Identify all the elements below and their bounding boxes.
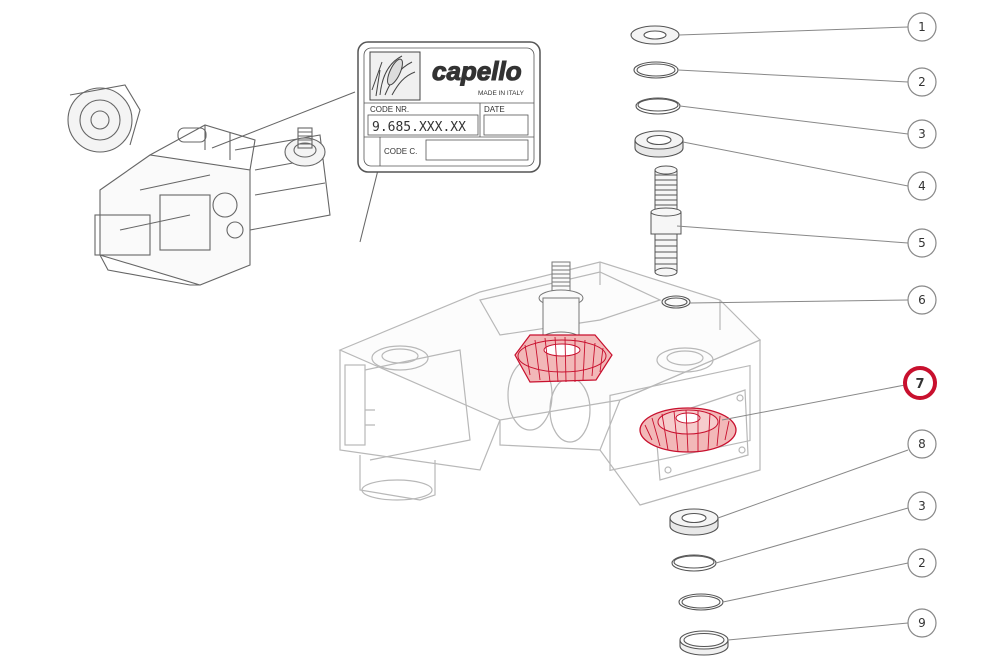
callout-3: 3 (907, 119, 937, 149)
bevel-gear-part-7 (639, 407, 737, 453)
made-in-label: MADE IN ITALY (478, 90, 525, 97)
nameplate-leader-line-2 (359, 161, 381, 243)
callout-9: 9 (907, 608, 937, 638)
svg-text:9: 9 (918, 616, 926, 630)
callout-4: 4 (907, 171, 937, 201)
part-bearing-8 (669, 508, 719, 536)
part-ring-3-bottom (671, 554, 717, 572)
callout-2: 2 (907, 67, 937, 97)
part-bearing-4 (634, 130, 684, 158)
part-circlip-2-bottom (678, 593, 724, 611)
callout-2-lower: 2 (907, 548, 937, 578)
svg-text:2: 2 (918, 75, 926, 89)
part-circlip-6 (661, 295, 691, 309)
nameplate-leader-line (211, 91, 356, 149)
svg-text:1: 1 (918, 20, 926, 34)
callout-leader-lines (676, 26, 909, 641)
corn-logo-icon (369, 51, 421, 101)
code-nr-value: 9.685.XXX.XX (372, 120, 466, 135)
svg-text:4: 4 (918, 179, 926, 193)
date-label: DATE (484, 105, 505, 114)
svg-text:2: 2 (918, 556, 926, 570)
callout-1: 1 (907, 12, 937, 42)
svg-text:7: 7 (915, 377, 924, 392)
part-washer-1 (630, 25, 680, 45)
callout-7-highlighted[interactable]: 7 (903, 366, 937, 400)
nameplate: capello MADE IN ITALY CODE NR. DATE 9.68… (357, 41, 541, 173)
assembled-gearbox-thumbnail (67, 84, 331, 286)
part-ring-3-top (635, 97, 681, 115)
code-c-label: CODE C. (384, 147, 417, 156)
part-circlip-2-top (633, 61, 679, 79)
svg-text:6: 6 (918, 293, 926, 307)
code-nr-label: CODE NR. (370, 105, 409, 114)
bevel-gear-upper (514, 334, 613, 383)
svg-text:3: 3 (918, 127, 926, 141)
callout-8: 8 (907, 429, 937, 459)
callout-5: 5 (907, 228, 937, 258)
svg-text:5: 5 (918, 236, 926, 250)
part-shaft-5 (650, 165, 682, 277)
callout-6: 6 (907, 285, 937, 315)
svg-text:3: 3 (918, 499, 926, 513)
callout-3-lower: 3 (907, 491, 937, 521)
brand-name: capello (432, 56, 522, 86)
svg-text:8: 8 (918, 437, 926, 451)
part-sleeve-9 (679, 630, 729, 656)
